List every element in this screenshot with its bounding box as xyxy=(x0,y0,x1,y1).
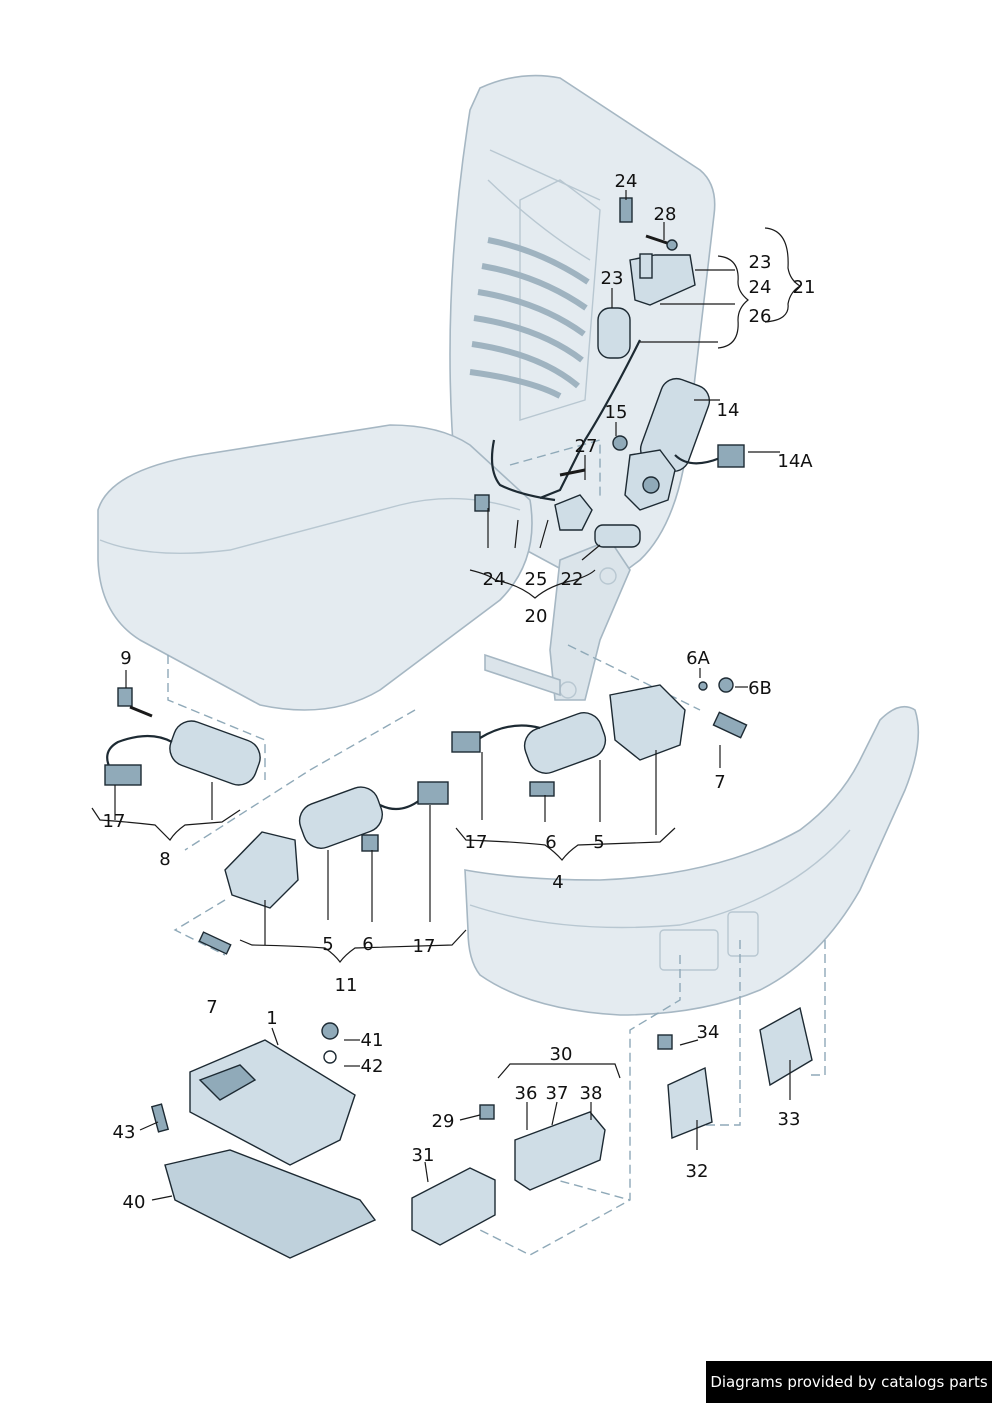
label-30: 30 xyxy=(550,1044,573,1065)
seat-cushion xyxy=(97,424,533,711)
label-24-right: 24 xyxy=(749,277,772,298)
label-6B: 6B xyxy=(748,678,772,699)
label-22: 22 xyxy=(561,569,584,590)
motor-4-group xyxy=(451,677,748,797)
mounting-bracket-40 xyxy=(150,1103,377,1259)
label-24-lower: 24 xyxy=(483,569,506,590)
backrest-motor-group xyxy=(490,197,696,502)
label-38: 38 xyxy=(580,1083,603,1104)
label-27: 27 xyxy=(575,436,598,457)
label-31: 31 xyxy=(412,1145,435,1166)
label-26: 26 xyxy=(749,306,772,327)
label-37: 37 xyxy=(546,1083,569,1104)
label-1: 1 xyxy=(266,1008,277,1029)
label-15: 15 xyxy=(605,402,628,423)
label-29: 29 xyxy=(432,1111,455,1132)
label-23-left: 23 xyxy=(601,268,624,289)
label-17-mid: 17 xyxy=(465,832,488,853)
switch-32 xyxy=(657,1034,713,1140)
label-14: 14 xyxy=(717,400,740,421)
label-6A: 6A xyxy=(686,648,710,669)
switch-31 xyxy=(411,1167,496,1246)
label-34: 34 xyxy=(697,1022,720,1043)
control-unit-1 xyxy=(189,1022,356,1166)
label-5-mid: 5 xyxy=(593,832,604,853)
label-24-top: 24 xyxy=(615,171,638,192)
label-9: 9 xyxy=(120,648,131,669)
label-6-lower: 6 xyxy=(362,934,373,955)
motor-11 xyxy=(198,781,449,955)
backrest-springs xyxy=(469,237,590,399)
label-25: 25 xyxy=(525,569,548,590)
switch-36-38 xyxy=(479,1104,606,1191)
label-7-right: 7 xyxy=(714,772,725,793)
backrest-motor-14 xyxy=(612,377,745,511)
label-20: 20 xyxy=(525,606,548,627)
label-23-right: 23 xyxy=(749,252,772,273)
label-17-left: 17 xyxy=(103,811,126,832)
label-33: 33 xyxy=(778,1109,801,1130)
label-7-left: 7 xyxy=(206,997,217,1018)
label-42: 42 xyxy=(361,1056,384,1077)
label-32: 32 xyxy=(686,1161,709,1182)
side-trim-panel xyxy=(464,705,920,1016)
backrest-hinge-22-27 xyxy=(474,468,641,548)
label-8: 8 xyxy=(159,849,170,870)
label-41: 41 xyxy=(361,1030,384,1051)
label-4: 4 xyxy=(552,872,563,893)
label-28: 28 xyxy=(654,204,677,225)
credit-banner: Diagrams provided by catalogs parts xyxy=(706,1361,992,1403)
solid-leaders xyxy=(91,190,802,1201)
label-5-lower: 5 xyxy=(322,934,333,955)
label-11: 11 xyxy=(335,975,358,996)
label-36: 36 xyxy=(515,1083,538,1104)
label-43: 43 xyxy=(113,1122,136,1143)
label-17-lower: 17 xyxy=(413,936,436,957)
switch-33 xyxy=(759,1006,813,1087)
motor-8 xyxy=(104,687,261,786)
label-40: 40 xyxy=(123,1192,146,1213)
label-6-mid: 6 xyxy=(545,832,556,853)
part-labels: 24 28 23 23 24 21 26 15 14 14A 27 24 25 … xyxy=(103,171,816,1213)
label-14A: 14A xyxy=(777,451,813,472)
label-21: 21 xyxy=(793,277,816,298)
